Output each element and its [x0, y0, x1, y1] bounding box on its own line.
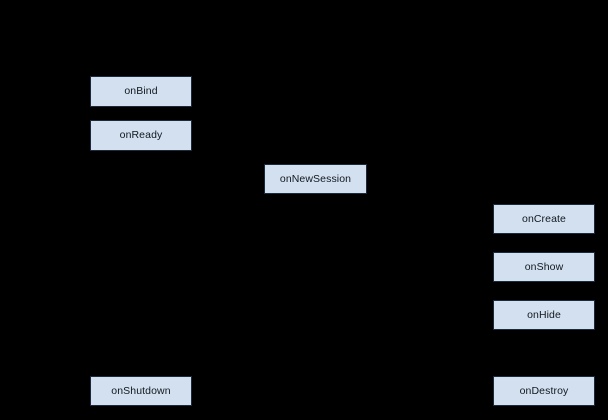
node-on-bind[interactable]: onBind [90, 76, 192, 107]
node-on-create[interactable]: onCreate [493, 204, 595, 234]
node-on-show[interactable]: onShow [493, 252, 595, 282]
node-on-hide[interactable]: onHide [493, 300, 595, 330]
node-on-new-session[interactable]: onNewSession [264, 164, 367, 194]
node-on-destroy[interactable]: onDestroy [493, 376, 595, 406]
node-on-shutdown[interactable]: onShutdown [90, 376, 192, 406]
node-on-ready[interactable]: onReady [90, 120, 192, 151]
